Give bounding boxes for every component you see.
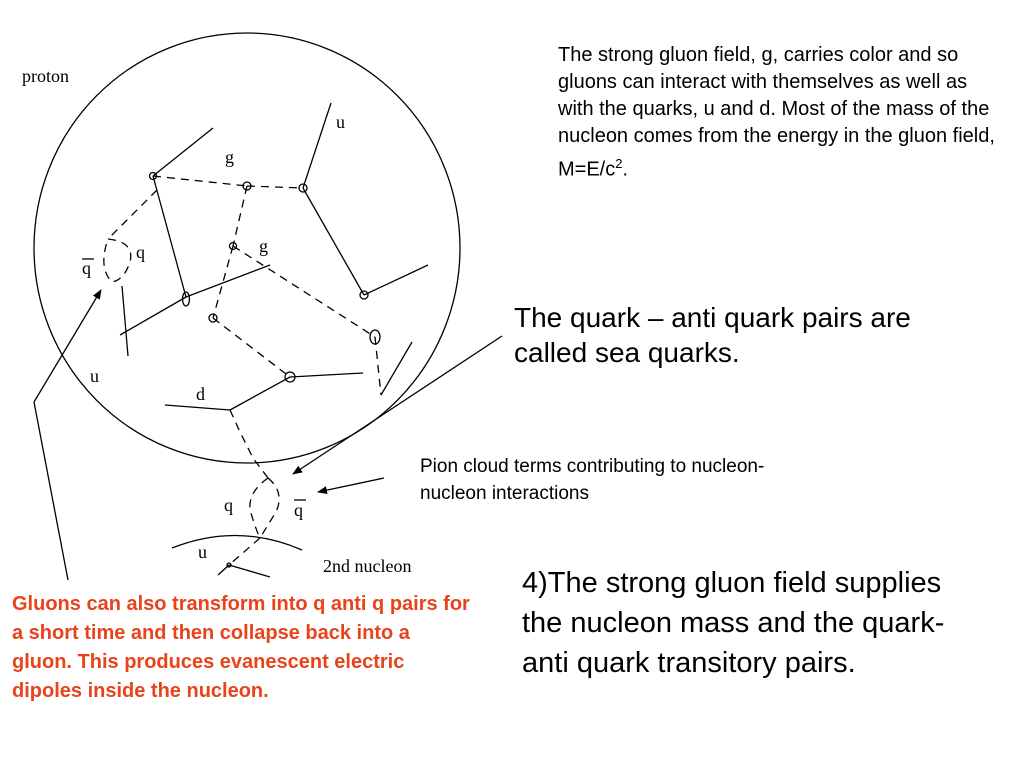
u-quark-label-left: u (90, 366, 99, 386)
sea-quarks-description: The quark – anti quark pairs are called … (514, 302, 911, 368)
u-quark-label-bottom: u (198, 542, 207, 562)
antiquark-label-left: q (82, 258, 91, 278)
gluon-label-middle: g (259, 236, 268, 256)
quark-lines (119, 102, 429, 578)
gluon-transformation-note: Gluons can also transform into q anti q … (12, 593, 470, 702)
quark-label-left: q (136, 242, 145, 262)
d-quark-label: d (196, 384, 205, 404)
gluon-label-top: g (225, 147, 234, 167)
quark-label-bottom: q (224, 495, 233, 515)
gluon-lines (103, 175, 382, 566)
vertices (148, 171, 381, 568)
proton-label: proton (22, 66, 69, 86)
pion-cloud-description: Pion cloud terms contributing to nucleon… (420, 456, 765, 504)
gluon-field-description: The strong gluon field, g, carries color… (558, 44, 995, 181)
second-nucleon-label: 2nd nucleon (323, 556, 411, 576)
antiquark-label-bottom: q (294, 500, 303, 520)
pointer-arrows (33, 289, 503, 581)
second-nucleon-arc (171, 534, 303, 551)
nucleon-mass-description: 4)The strong gluon field supplies the nu… (522, 567, 945, 679)
u-quark-label-top: u (336, 112, 345, 132)
proton-circle (33, 32, 461, 464)
